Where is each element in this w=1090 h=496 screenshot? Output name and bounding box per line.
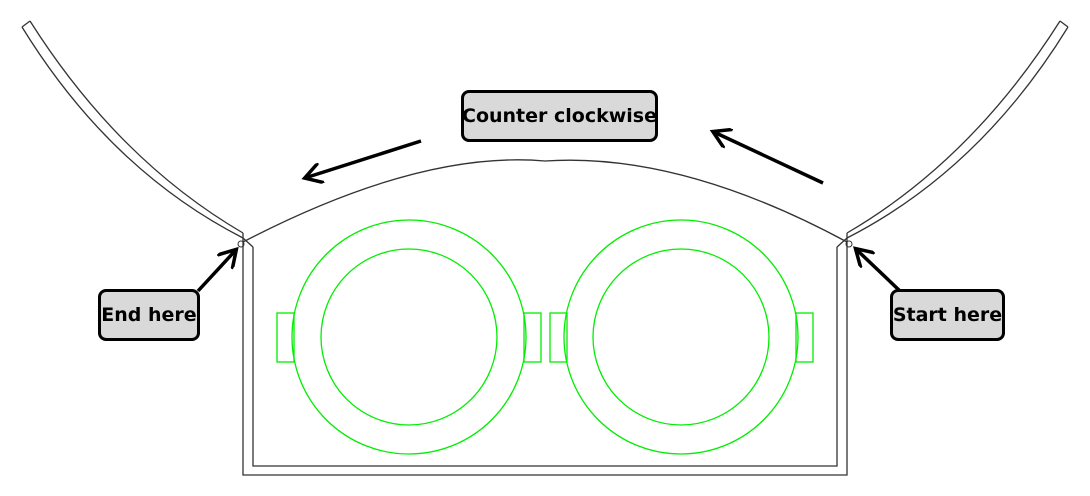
counter-clockwise-label: Counter clockwise: [461, 90, 658, 142]
start-here-label: Start here: [890, 289, 1005, 341]
direction-arrow-left: [308, 139, 422, 177]
goggle-body-outline: [242, 159, 848, 476]
left-lens: [276, 219, 542, 455]
right-strap: [846, 20, 1069, 239]
start-pivot-marker: [845, 240, 853, 248]
right-lens: [549, 219, 814, 455]
end-arrow: [196, 252, 234, 293]
end-pivot-marker: [237, 240, 245, 248]
end-here-label: End here: [98, 289, 200, 341]
start-arrow: [858, 251, 902, 293]
left-strap: [21, 20, 244, 239]
direction-arrow-right: [716, 133, 824, 185]
